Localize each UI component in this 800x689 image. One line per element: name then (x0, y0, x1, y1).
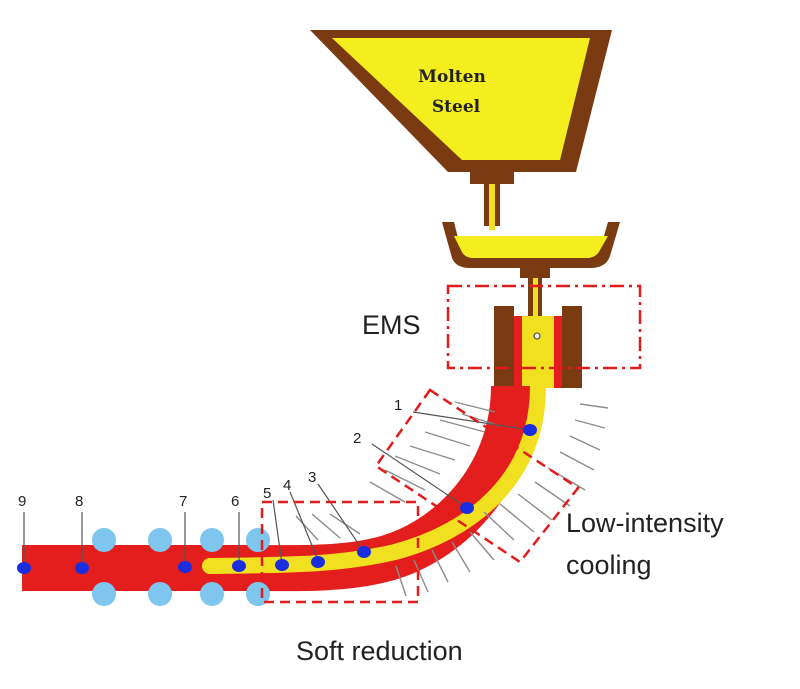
ladle-label-line1: Molten (418, 67, 486, 87)
position-marker-2 (460, 502, 474, 514)
roller (200, 528, 224, 552)
sen-port-icon (533, 332, 541, 340)
position-label-3: 3 (308, 469, 316, 486)
roller (148, 528, 172, 552)
rollers (92, 528, 270, 606)
position-leaders (23, 411, 531, 566)
roller (246, 528, 270, 552)
region-boxes (260, 284, 642, 604)
roller (246, 582, 270, 606)
roller (92, 582, 116, 606)
position-marker-4 (311, 556, 325, 568)
spray-lines (295, 401, 609, 597)
ems-label: EMS (362, 310, 421, 340)
tundish-steel (454, 236, 608, 258)
position-label-4: 4 (283, 477, 291, 494)
roller (148, 582, 172, 606)
position-marker-5 (275, 559, 289, 571)
soft-reduction-label: Soft reduction (296, 636, 463, 666)
position-markers (17, 424, 537, 574)
position-numbers: 1 2 3 4 5 6 7 8 9 (18, 397, 402, 510)
position-marker-1 (523, 424, 537, 436)
ladle: Molten Steel (310, 30, 612, 172)
roller (200, 582, 224, 606)
tundish-shell (442, 222, 620, 268)
position-marker-7 (178, 561, 192, 573)
roller (92, 528, 116, 552)
position-label-6: 6 (231, 493, 239, 510)
position-label-8: 8 (75, 493, 83, 510)
position-label-2: 2 (353, 430, 361, 447)
position-label-1: 1 (394, 397, 402, 414)
tundish-nozzle (520, 268, 550, 338)
position-label-7: 7 (179, 493, 187, 510)
position-marker-8 (75, 562, 89, 574)
position-label-9: 9 (18, 493, 26, 510)
ladle-label-line2: Steel (432, 97, 481, 117)
low-intensity-cooling-box (374, 388, 580, 564)
position-marker-6 (232, 560, 246, 572)
tundish (442, 222, 620, 268)
position-marker-9 (17, 562, 31, 574)
cooling-label-line2: cooling (566, 550, 652, 580)
position-label-5: 5 (263, 485, 271, 502)
mould (494, 306, 582, 388)
ems-box (446, 284, 642, 370)
cooling-label-line1: Low-intensity (566, 508, 724, 538)
position-marker-3 (357, 546, 371, 558)
ladle-nozzle (470, 172, 514, 230)
molten-steel-fill (332, 38, 590, 160)
